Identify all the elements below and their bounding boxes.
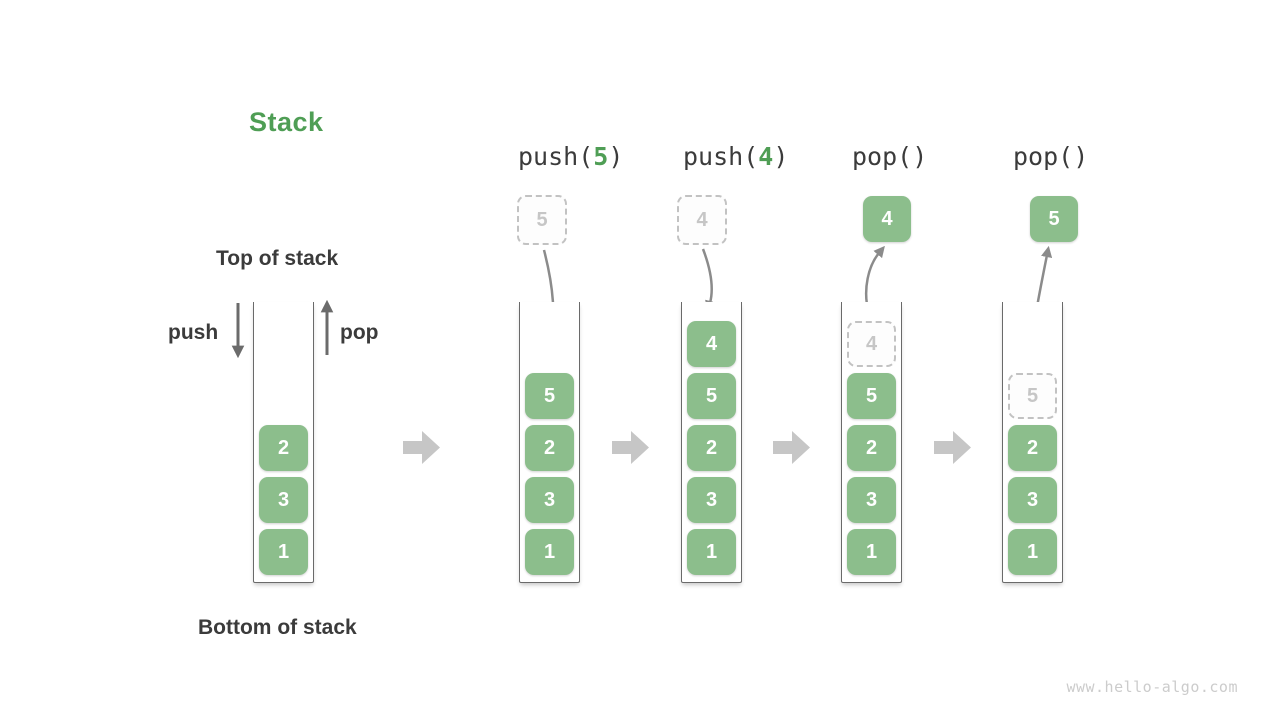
stack-item: 2 bbox=[259, 425, 308, 471]
stack-container-initial: 2 3 1 bbox=[253, 302, 314, 583]
op-arg: 5 bbox=[593, 142, 609, 171]
op-arg: 4 bbox=[758, 142, 774, 171]
stack-container-pop2: 5 2 3 1 bbox=[1002, 302, 1063, 583]
op-label-pop2: pop() bbox=[1013, 142, 1088, 171]
step-arrow-4 bbox=[934, 431, 971, 464]
push-label: push bbox=[168, 321, 219, 344]
floating-element-popped-5: 5 bbox=[1030, 196, 1078, 242]
op-pre: pop() bbox=[1013, 142, 1089, 171]
watermark: www.hello-algo.com bbox=[1066, 678, 1238, 696]
op-post: ) bbox=[608, 142, 624, 171]
stack-item: 1 bbox=[847, 529, 896, 575]
op-post: ) bbox=[773, 142, 789, 171]
stack-item: 2 bbox=[525, 425, 574, 471]
op-label-push4: push(4) bbox=[683, 142, 788, 171]
floating-element-popped-4: 4 bbox=[863, 196, 911, 242]
op-pre: pop() bbox=[852, 142, 928, 171]
stack-item-dashed: 5 bbox=[1008, 373, 1057, 419]
stack-item: 3 bbox=[259, 477, 308, 523]
stack-item: 5 bbox=[525, 373, 574, 419]
op-label-push5: push(5) bbox=[518, 142, 623, 171]
top-of-stack-label: Top of stack bbox=[216, 247, 339, 270]
stack-item: 4 bbox=[687, 321, 736, 367]
bottom-of-stack-label: Bottom of stack bbox=[198, 616, 357, 639]
step-arrow-1 bbox=[403, 431, 440, 464]
stack-item: 1 bbox=[687, 529, 736, 575]
stack-item-dashed: 4 bbox=[847, 321, 896, 367]
stack-item: 2 bbox=[1008, 425, 1057, 471]
stack-item: 1 bbox=[1008, 529, 1057, 575]
stack-container-after-push5: 5 2 3 1 bbox=[519, 302, 580, 583]
op-pre: push( bbox=[518, 142, 594, 171]
stack-item: 3 bbox=[687, 477, 736, 523]
stack-item: 2 bbox=[687, 425, 736, 471]
stack-item: 3 bbox=[525, 477, 574, 523]
stack-item: 3 bbox=[1008, 477, 1057, 523]
pop-label: pop bbox=[340, 321, 379, 344]
stack-item: 5 bbox=[687, 373, 736, 419]
stack-item: 2 bbox=[847, 425, 896, 471]
stack-item: 3 bbox=[847, 477, 896, 523]
floating-element-dashed-4: 4 bbox=[677, 195, 727, 245]
step-arrow-3 bbox=[773, 431, 810, 464]
op-label-pop1: pop() bbox=[852, 142, 927, 171]
stack-item: 1 bbox=[525, 529, 574, 575]
step-arrow-2 bbox=[612, 431, 649, 464]
stack-container-pop1: 4 5 2 3 1 bbox=[841, 302, 902, 583]
diagram-title: Stack bbox=[249, 107, 324, 137]
push4-curve-arrow bbox=[701, 248, 716, 312]
floating-element-dashed-5: 5 bbox=[517, 195, 567, 245]
stack-item: 1 bbox=[259, 529, 308, 575]
stack-container-after-push4: 4 5 2 3 1 bbox=[681, 302, 742, 583]
stack-item: 5 bbox=[847, 373, 896, 419]
op-pre: push( bbox=[683, 142, 759, 171]
